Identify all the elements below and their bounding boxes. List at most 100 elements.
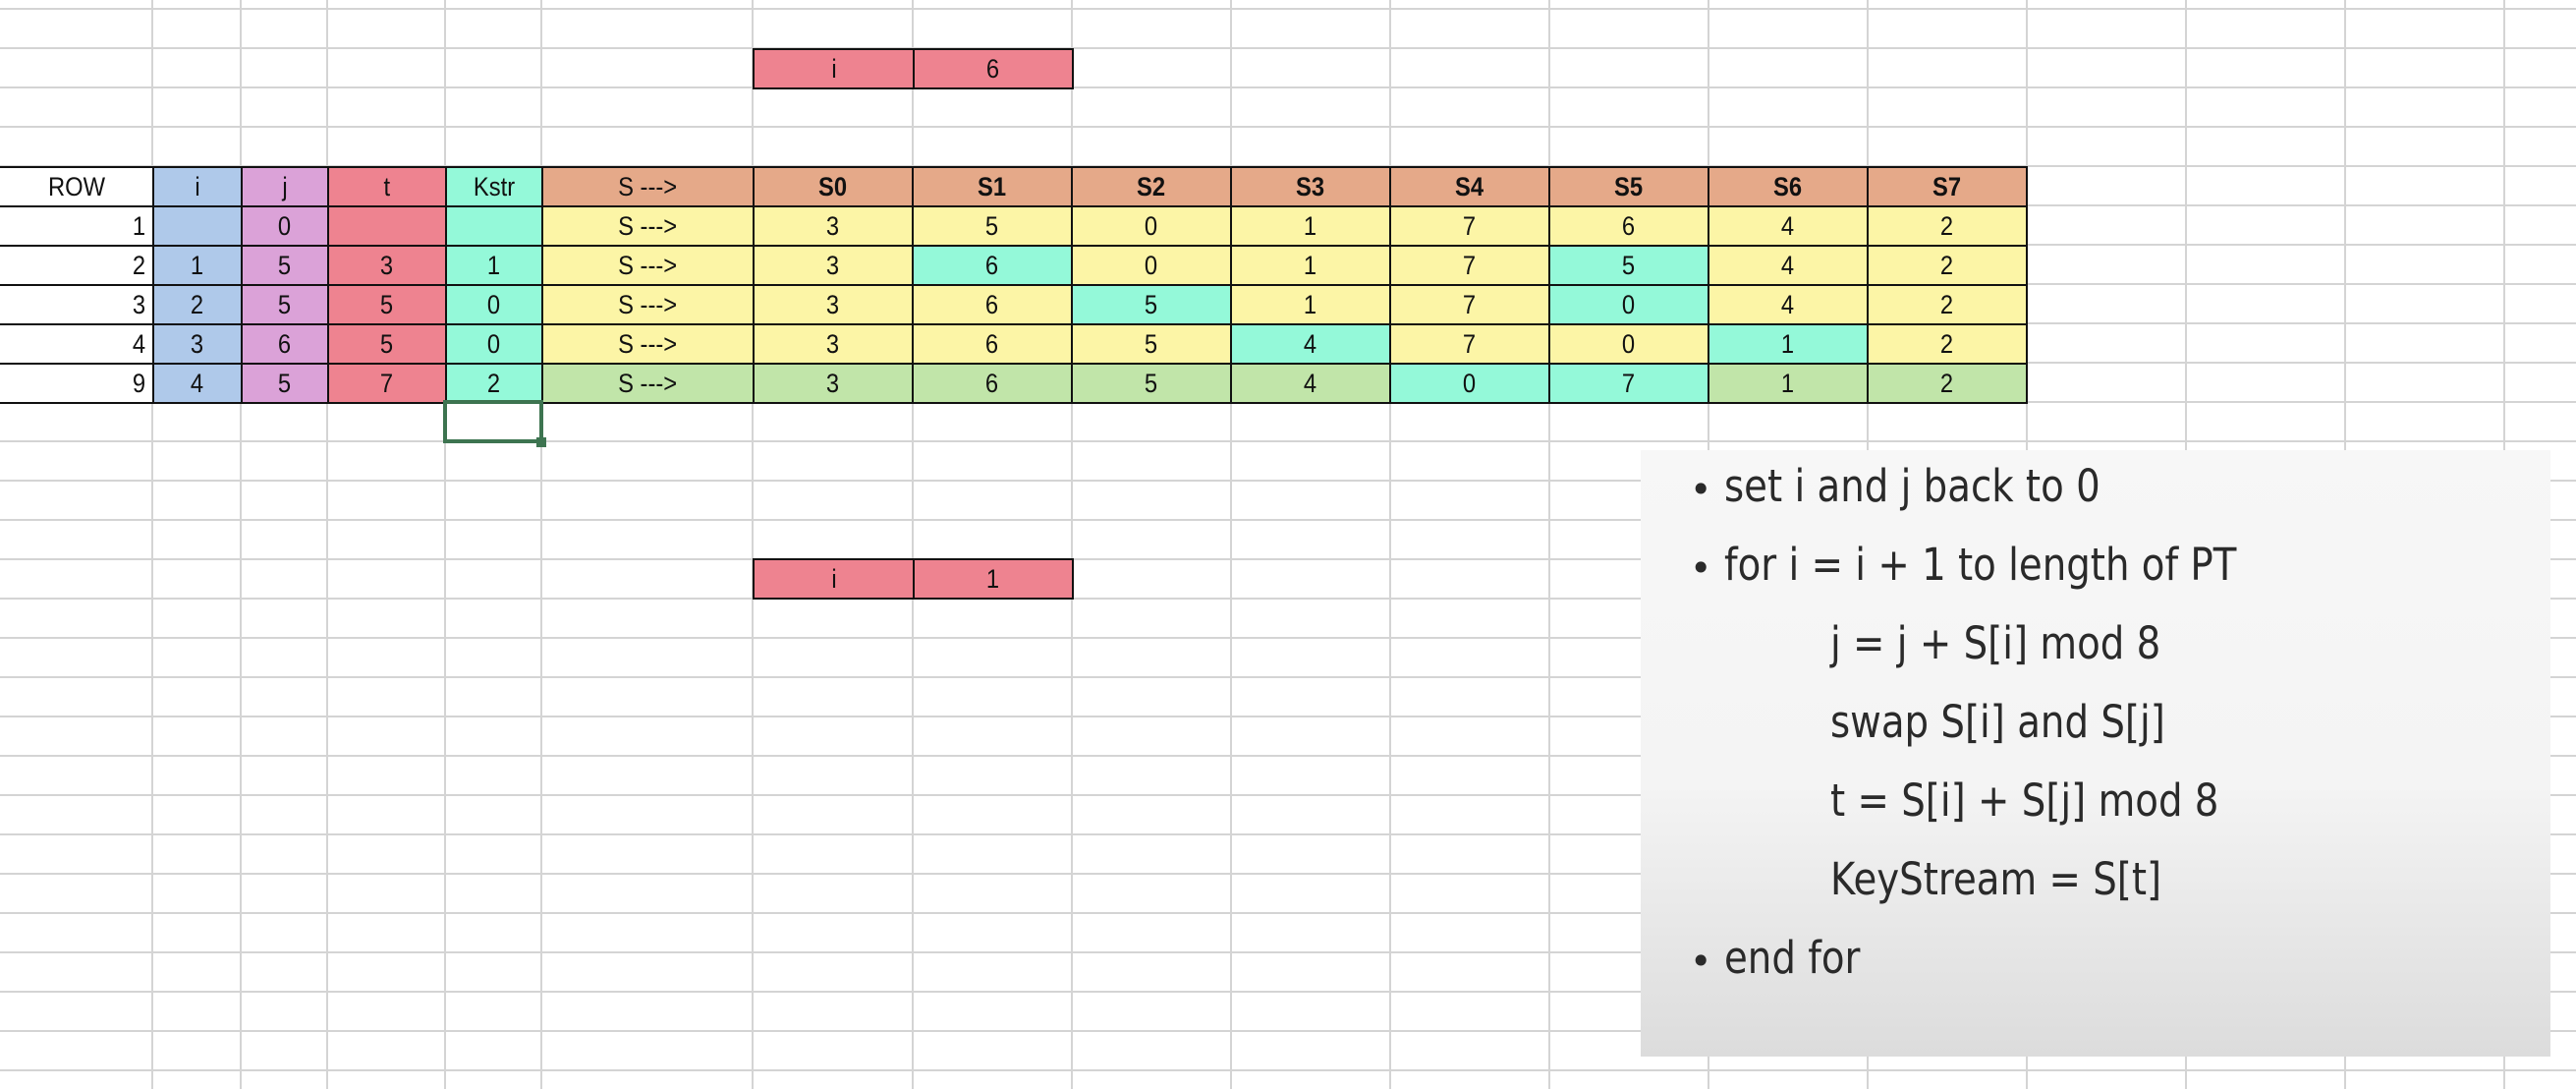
row-3-s5-text: 0 [1622,289,1636,319]
row-3-s4[interactable]: 7 [1389,284,1550,325]
row-1-kstr[interactable] [445,205,543,247]
row-1-s3[interactable]: 1 [1230,205,1391,247]
row-2-s_arrow[interactable]: S ---> [541,245,755,286]
bottom-var-label-cell[interactable]: i [753,558,915,600]
row-2-s3-text: 1 [1304,250,1317,280]
row-3-i[interactable]: 2 [152,284,243,325]
row-5-s1[interactable]: 6 [912,363,1073,404]
row-3-s_arrow[interactable]: S ---> [541,284,755,325]
row-3-s5[interactable]: 0 [1548,284,1709,325]
row-1-s0[interactable]: 3 [753,205,914,247]
row-4-s_arrow-text: S ---> [618,328,678,359]
row-2-s5[interactable]: 5 [1548,245,1709,286]
row-3-s7[interactable]: 2 [1867,284,2028,325]
row-5-s2[interactable]: 5 [1071,363,1232,404]
top-var-value-cell[interactable]: 6 [913,48,1074,89]
bottom-var-value-cell[interactable]: 1 [913,558,1074,600]
row-4-s_arrow[interactable]: S ---> [541,323,755,365]
row-3-j[interactable]: 5 [241,284,329,325]
row-1-s3-text: 1 [1304,210,1317,241]
row-1-j[interactable]: 0 [241,205,329,247]
row-2-s1[interactable]: 6 [912,245,1073,286]
row-4-s3[interactable]: 4 [1230,323,1391,365]
row-2-s4[interactable]: 7 [1389,245,1550,286]
row-4-t[interactable]: 5 [327,323,447,365]
row-3-s1[interactable]: 6 [912,284,1073,325]
header-s0[interactable]: S0 [753,166,914,207]
row-3-row[interactable]: 3 [0,284,154,325]
row-1-s2[interactable]: 0 [1071,205,1232,247]
row-3-s3[interactable]: 1 [1230,284,1391,325]
row-3-s6[interactable]: 4 [1708,284,1869,325]
row-5-j[interactable]: 5 [241,363,329,404]
row-2-i[interactable]: 1 [152,245,243,286]
row-4-kstr-text: 0 [487,328,501,359]
row-5-s6[interactable]: 1 [1708,363,1869,404]
row-1-s_arrow[interactable]: S ---> [541,205,755,247]
header-t[interactable]: t [327,166,447,207]
header-i[interactable]: i [152,166,243,207]
header-row[interactable]: ROW [0,166,154,207]
row-4-s7[interactable]: 2 [1867,323,2028,365]
row-5-s3[interactable]: 4 [1230,363,1391,404]
header-s1[interactable]: S1 [912,166,1073,207]
row-3-kstr[interactable]: 0 [445,284,543,325]
row-3-s2[interactable]: 5 [1071,284,1232,325]
row-2-s2[interactable]: 0 [1071,245,1232,286]
row-1-s7[interactable]: 2 [1867,205,2028,247]
row-1-t[interactable] [327,205,447,247]
fill-handle[interactable] [536,437,546,447]
row-4-s5[interactable]: 0 [1548,323,1709,365]
row-4-s0[interactable]: 3 [753,323,914,365]
row-5-s0[interactable]: 3 [753,363,914,404]
top-var-label-cell[interactable]: i [753,48,915,89]
header-s3[interactable]: S3 [1230,166,1391,207]
row-5-t[interactable]: 7 [327,363,447,404]
row-1-s4[interactable]: 7 [1389,205,1550,247]
row-4-s2[interactable]: 5 [1071,323,1232,365]
row-2-t[interactable]: 3 [327,245,447,286]
row-1-s5[interactable]: 6 [1548,205,1709,247]
row-3-s0[interactable]: 3 [753,284,914,325]
row-2-s7[interactable]: 2 [1867,245,2028,286]
header-s_arrow[interactable]: S ---> [541,166,755,207]
row-4-row[interactable]: 4 [0,323,154,365]
row-3-s1-text: 6 [985,289,999,319]
row-3-s0-text: 3 [826,289,840,319]
row-4-s6[interactable]: 1 [1708,323,1869,365]
row-1-i[interactable] [152,205,243,247]
header-s_arrow-text: S ---> [618,171,678,201]
row-4-kstr[interactable]: 0 [445,323,543,365]
row-1-s1[interactable]: 5 [912,205,1073,247]
header-j[interactable]: j [241,166,329,207]
header-s6[interactable]: S6 [1708,166,1869,207]
row-4-i[interactable]: 3 [152,323,243,365]
row-2-s3[interactable]: 1 [1230,245,1391,286]
row-2-kstr[interactable]: 1 [445,245,543,286]
row-2-i-text: 1 [191,250,204,280]
header-s7[interactable]: S7 [1867,166,2028,207]
row-2-s6[interactable]: 4 [1708,245,1869,286]
slide-line: end for [1724,932,1861,984]
header-s5[interactable]: S5 [1548,166,1709,207]
row-5-s7[interactable]: 2 [1867,363,2028,404]
header-kstr[interactable]: Kstr [445,166,543,207]
selected-cell[interactable] [443,400,543,443]
row-2-j[interactable]: 5 [241,245,329,286]
row-5-kstr[interactable]: 2 [445,363,543,404]
header-s4[interactable]: S4 [1389,166,1550,207]
row-4-s1[interactable]: 6 [912,323,1073,365]
row-4-j[interactable]: 6 [241,323,329,365]
row-5-s_arrow[interactable]: S ---> [541,363,755,404]
row-2-s0[interactable]: 3 [753,245,914,286]
row-5-s4[interactable]: 0 [1389,363,1550,404]
row-3-t[interactable]: 5 [327,284,447,325]
row-5-i[interactable]: 4 [152,363,243,404]
header-s2[interactable]: S2 [1071,166,1232,207]
row-1-s6[interactable]: 4 [1708,205,1869,247]
row-4-s4[interactable]: 7 [1389,323,1550,365]
row-5-row[interactable]: 9 [0,363,154,404]
row-5-s5[interactable]: 7 [1548,363,1709,404]
row-1-row[interactable]: 1 [0,205,154,247]
row-2-row[interactable]: 2 [0,245,154,286]
